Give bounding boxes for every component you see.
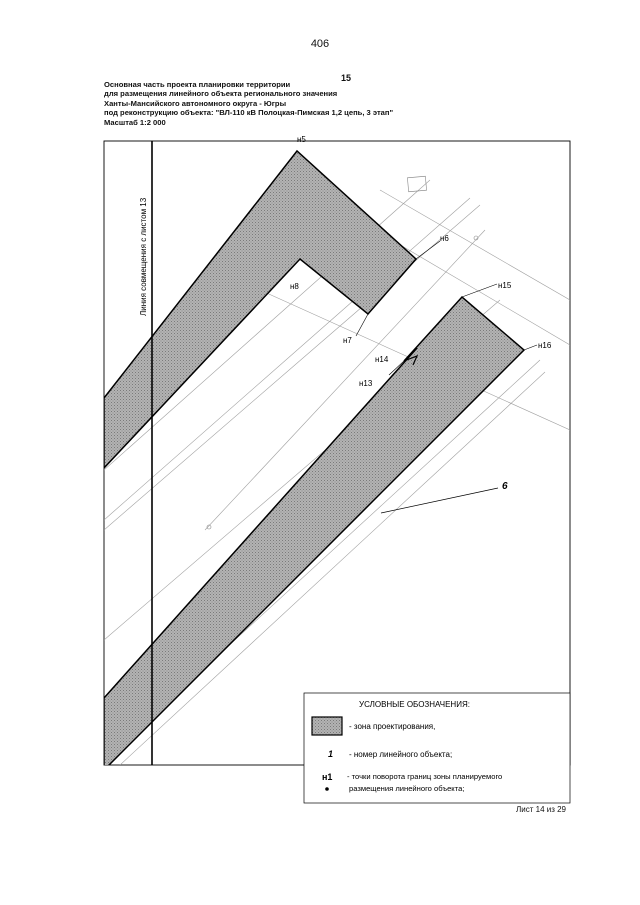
point-label-n14: н14	[375, 355, 389, 364]
sheet-footer: Лист 14 из 29	[516, 805, 566, 814]
legend-point-symbol: н1	[322, 772, 332, 782]
title-line-1: Основная часть проекта планировки террит…	[104, 80, 291, 89]
legend-title: УСЛОВНЫЕ ОБОЗНАЧЕНИЯ:	[359, 700, 470, 709]
point-label-n7: н7	[343, 336, 352, 345]
legend-point-text-1: - точки поворота границ зоны планируемог…	[347, 772, 502, 781]
object-number-label: 6	[502, 481, 508, 492]
object-callout-line	[380, 487, 499, 514]
survey-square-mark	[407, 175, 427, 193]
legend-object-symbol: 1	[328, 749, 333, 759]
alignment-line-label: Линия совмещения с листом 13	[139, 197, 148, 316]
notch-n14	[403, 354, 419, 366]
title-line-3: Ханты-Мансийского автономного округа - Ю…	[104, 98, 287, 108]
survey-point-mark	[473, 235, 479, 241]
page-number: 406	[310, 38, 330, 50]
point-label-n8: н8	[290, 282, 299, 291]
legend-object-text: - номер линейного объекта;	[349, 750, 452, 759]
point-label-n13: н13	[359, 379, 373, 388]
sheet-number: 15	[341, 73, 352, 83]
title-line-2: для размещения линейного объекта региона…	[104, 89, 338, 99]
map-scale: Масштаб 1:2 000	[104, 117, 166, 127]
point-label-n15: н15	[498, 281, 512, 290]
point-label-n16: н16	[538, 341, 552, 350]
point-label-n5: н5	[297, 135, 306, 144]
legend-zone-text: - зона проектирования,	[349, 722, 435, 731]
legend-point-text-2: размещения линейного объекта;	[349, 784, 464, 793]
legend-point-dot	[325, 787, 329, 791]
title-block: Основная часть проекта планировки террит…	[104, 80, 504, 127]
point-label-n6: н6	[440, 234, 449, 243]
title-line-4: под реконструкцию объекта: "ВЛ-110 кВ По…	[104, 108, 394, 118]
legend: УСЛОВНЫЕ ОБОЗНАЧЕНИЯ: - зона проектирова…	[303, 692, 571, 804]
legend-zone-swatch	[311, 716, 343, 736]
survey-point-mark	[206, 524, 212, 530]
